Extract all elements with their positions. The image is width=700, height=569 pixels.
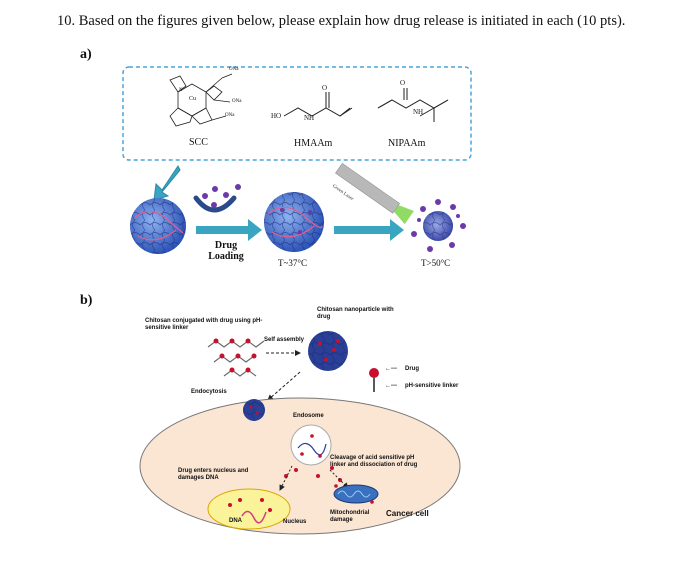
label-temp-50: T>50°C (421, 258, 451, 268)
to-endocytosis-arrow (267, 371, 301, 401)
legend-drug-pin (369, 368, 379, 392)
mitochondrion (333, 484, 379, 504)
label-endocytosis: Endocytosis (191, 389, 227, 395)
arrow-to-mito (329, 469, 349, 489)
part-b-label: b) (80, 293, 93, 308)
chem-ona-1: ONa (229, 67, 239, 72)
legend-arrow-drug: ←--- (385, 366, 397, 372)
chem-n: N (179, 88, 183, 93)
legend-drug-label: Drug (405, 366, 419, 372)
part-a-label: a) (80, 47, 92, 62)
nucleus (207, 488, 291, 530)
chem-nh-2: NH (413, 108, 424, 116)
arrow-gel1-to-gel2 (196, 219, 262, 241)
chem-ona-2: ONa (232, 99, 242, 104)
chem-o-2: O (400, 79, 406, 87)
green-laser-beam (335, 162, 414, 225)
arrow-gel2-to-gel3 (334, 219, 404, 241)
legend-arrow-linker: ←--- (385, 383, 397, 389)
question-text: 10. Based on the figures given below, pl… (57, 13, 626, 29)
label-nucleus: Nucleus (283, 519, 307, 525)
label-cleavage: Cleavage of acid sensitive pH linker and… (330, 455, 418, 468)
label-mito-damage: Mitochondrial damage (330, 510, 370, 523)
label-nanoparticle: Chitosan nanoparticle with drug (317, 307, 394, 320)
chitosan-chains (207, 340, 265, 377)
label-scc: SCC (189, 137, 208, 148)
label-self-assembly: Self assembly (264, 337, 305, 343)
drug-loading-graphic (193, 184, 241, 213)
label-cancer-cell: Cancer cell (386, 509, 429, 518)
monomer-dashed-box (122, 66, 472, 161)
chem-ho: HO (271, 112, 282, 120)
hydrogel-sphere-1 (130, 198, 186, 254)
scc-structure (169, 73, 233, 127)
arrow-to-nucleus (279, 465, 293, 491)
label-temp-37: T~37°C (278, 258, 307, 268)
endocytosis-particle (243, 399, 265, 421)
nipaam-structure (377, 88, 449, 122)
chitosan-nanoparticle (308, 331, 348, 371)
released-drug-dots (284, 466, 342, 482)
label-chitosan-conjugated: Chitosan conjugated with drug using pH-s… (145, 318, 263, 331)
endosome (290, 424, 332, 466)
chem-ona-3: ONa (225, 113, 235, 118)
label-hmaam: HMAAm (294, 138, 333, 149)
chitosan-drug-dots (213, 338, 257, 373)
legend-linker-label: pH-sensitive linker (405, 383, 459, 389)
label-nipaam: NIPAAm (388, 138, 426, 149)
chem-nh-1: NH (304, 114, 315, 122)
hydrogel-sphere-2 (264, 192, 324, 252)
chem-cu: Cu (189, 96, 197, 102)
label-nucleus-damage: Drug enters nucleus and damages DNA (178, 468, 249, 481)
arrow-box-to-gel (153, 165, 181, 201)
hydrogel-sphere-3 (411, 199, 466, 252)
chem-o-1: O (322, 84, 328, 92)
label-drug-loading: Drug Loading (208, 240, 244, 262)
label-dna: DNA (229, 518, 242, 524)
hmaam-structure (283, 92, 353, 117)
label-endosome: Endosome (293, 413, 324, 419)
